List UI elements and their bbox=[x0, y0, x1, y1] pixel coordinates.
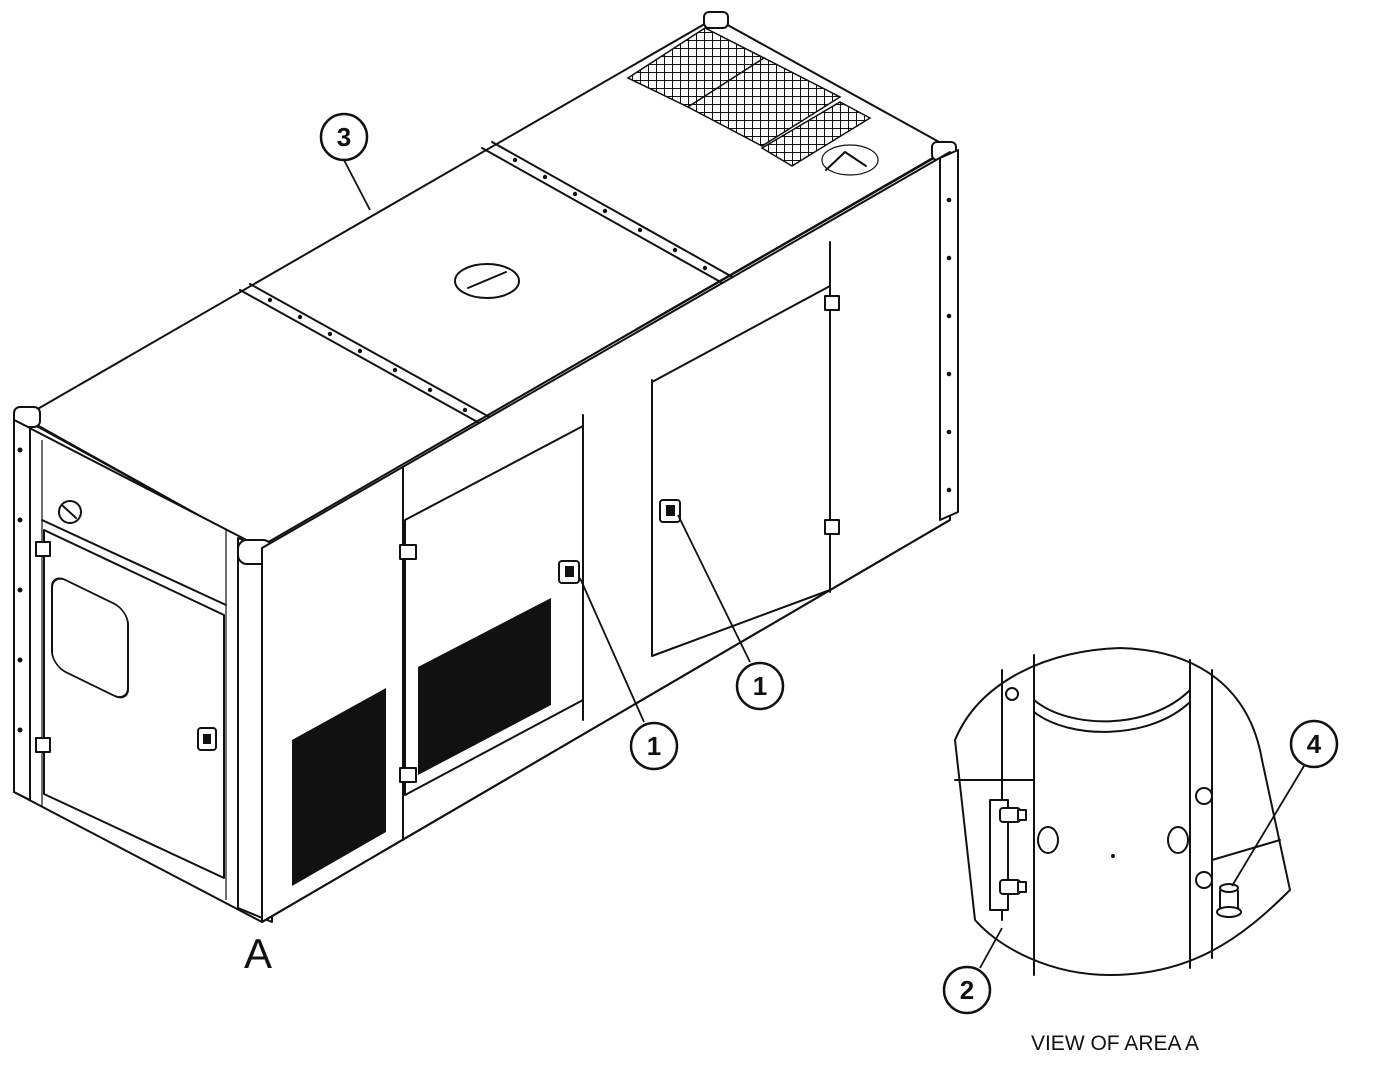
svg-text:1: 1 bbox=[647, 731, 661, 761]
roof-seams bbox=[35, 141, 941, 549]
roof-hatch-icon bbox=[454, 263, 520, 299]
detail-plug-icon bbox=[1216, 883, 1242, 918]
end-gauge-icon bbox=[58, 500, 82, 524]
rear-post-bolts bbox=[946, 197, 952, 493]
detail-fittings bbox=[999, 687, 1213, 895]
base-skid-line bbox=[261, 519, 951, 923]
roof-bolts bbox=[267, 157, 733, 435]
door-louver bbox=[418, 598, 551, 775]
detail-caption: VIEW OF AREA A bbox=[1031, 1032, 1199, 1055]
svg-text:4: 4 bbox=[1307, 729, 1322, 759]
callout-1a: 1 bbox=[629, 721, 679, 771]
svg-text:1: 1 bbox=[753, 671, 767, 701]
door-hinges bbox=[35, 295, 840, 783]
lower-louver-left bbox=[292, 688, 386, 886]
detail-view-outline bbox=[954, 647, 1291, 976]
door-handle-right-icon bbox=[659, 499, 681, 523]
roof-vent-grilles bbox=[626, 27, 872, 167]
end-frame bbox=[13, 419, 273, 923]
svg-text:2: 2 bbox=[960, 975, 974, 1005]
callout-2: 2 bbox=[942, 965, 992, 1015]
enclosure bbox=[13, 11, 959, 923]
callout-1b: 1 bbox=[735, 661, 785, 711]
callouts: 3 1 1 4 2 bbox=[319, 112, 1339, 1015]
end-door-handle-icon bbox=[197, 727, 217, 751]
callout-4: 4 bbox=[1289, 719, 1339, 769]
door-handle-left-icon bbox=[558, 560, 580, 584]
rear-corner-post bbox=[939, 149, 959, 521]
callout-3: 3 bbox=[319, 112, 369, 162]
brand-logo-icon bbox=[821, 144, 879, 176]
svg-text:3: 3 bbox=[337, 122, 351, 152]
detail-view-area-a bbox=[954, 647, 1291, 976]
area-a-marker: A bbox=[244, 930, 272, 977]
